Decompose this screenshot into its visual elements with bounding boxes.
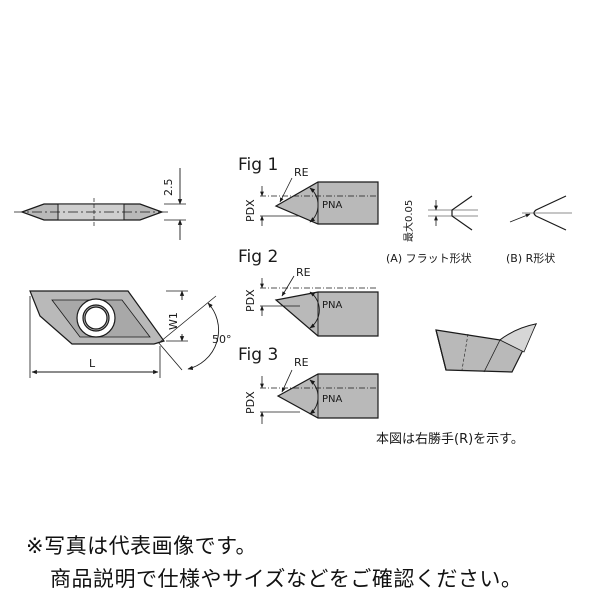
fig1-pdx-label: PDX: [244, 199, 257, 222]
round-tip-shape: [509, 195, 572, 231]
fig2-re-label: RE: [296, 266, 311, 279]
fig3-drawing: [260, 369, 379, 424]
fig1-pna-label: PNA: [322, 200, 343, 211]
footer-line-1: ※写真は代表画像です。: [26, 534, 257, 558]
fig3-re-label: RE: [294, 356, 309, 369]
fig1-re-label: RE: [294, 166, 309, 179]
round-shape-caption: (B) R形状: [506, 251, 555, 265]
fig1-drawing: [260, 177, 379, 226]
fig2-drawing: [260, 275, 379, 337]
insert-side-view: [14, 168, 186, 240]
max-size-label: 最大0.05: [402, 200, 415, 242]
width-label: W1: [167, 312, 180, 330]
length-label: L: [89, 357, 96, 370]
fig2-title: Fig 2: [238, 247, 278, 267]
fig2-pna-label: PNA: [322, 300, 343, 311]
fig3-title: Fig 3: [238, 345, 278, 365]
right-hand-note: 本図は右勝手(R)を示す。: [376, 432, 524, 447]
fig2-pdx-label: PDX: [244, 289, 257, 312]
footer-line-2: 商品説明で仕様やサイズなどをご確認ください。: [50, 567, 523, 591]
fig3-pna-label: PNA: [322, 394, 343, 405]
flat-tip-shape: [428, 195, 478, 231]
thickness-label: 2.5: [162, 179, 175, 197]
fig1-title: Fig 1: [238, 155, 278, 175]
fig3-pdx-label: PDX: [244, 391, 257, 414]
angle-label: 50°: [212, 333, 232, 346]
edge-perspective-sketch: [435, 323, 538, 373]
insert-top-view: [29, 290, 220, 378]
flat-shape-caption: (A) フラット形状: [386, 251, 472, 265]
